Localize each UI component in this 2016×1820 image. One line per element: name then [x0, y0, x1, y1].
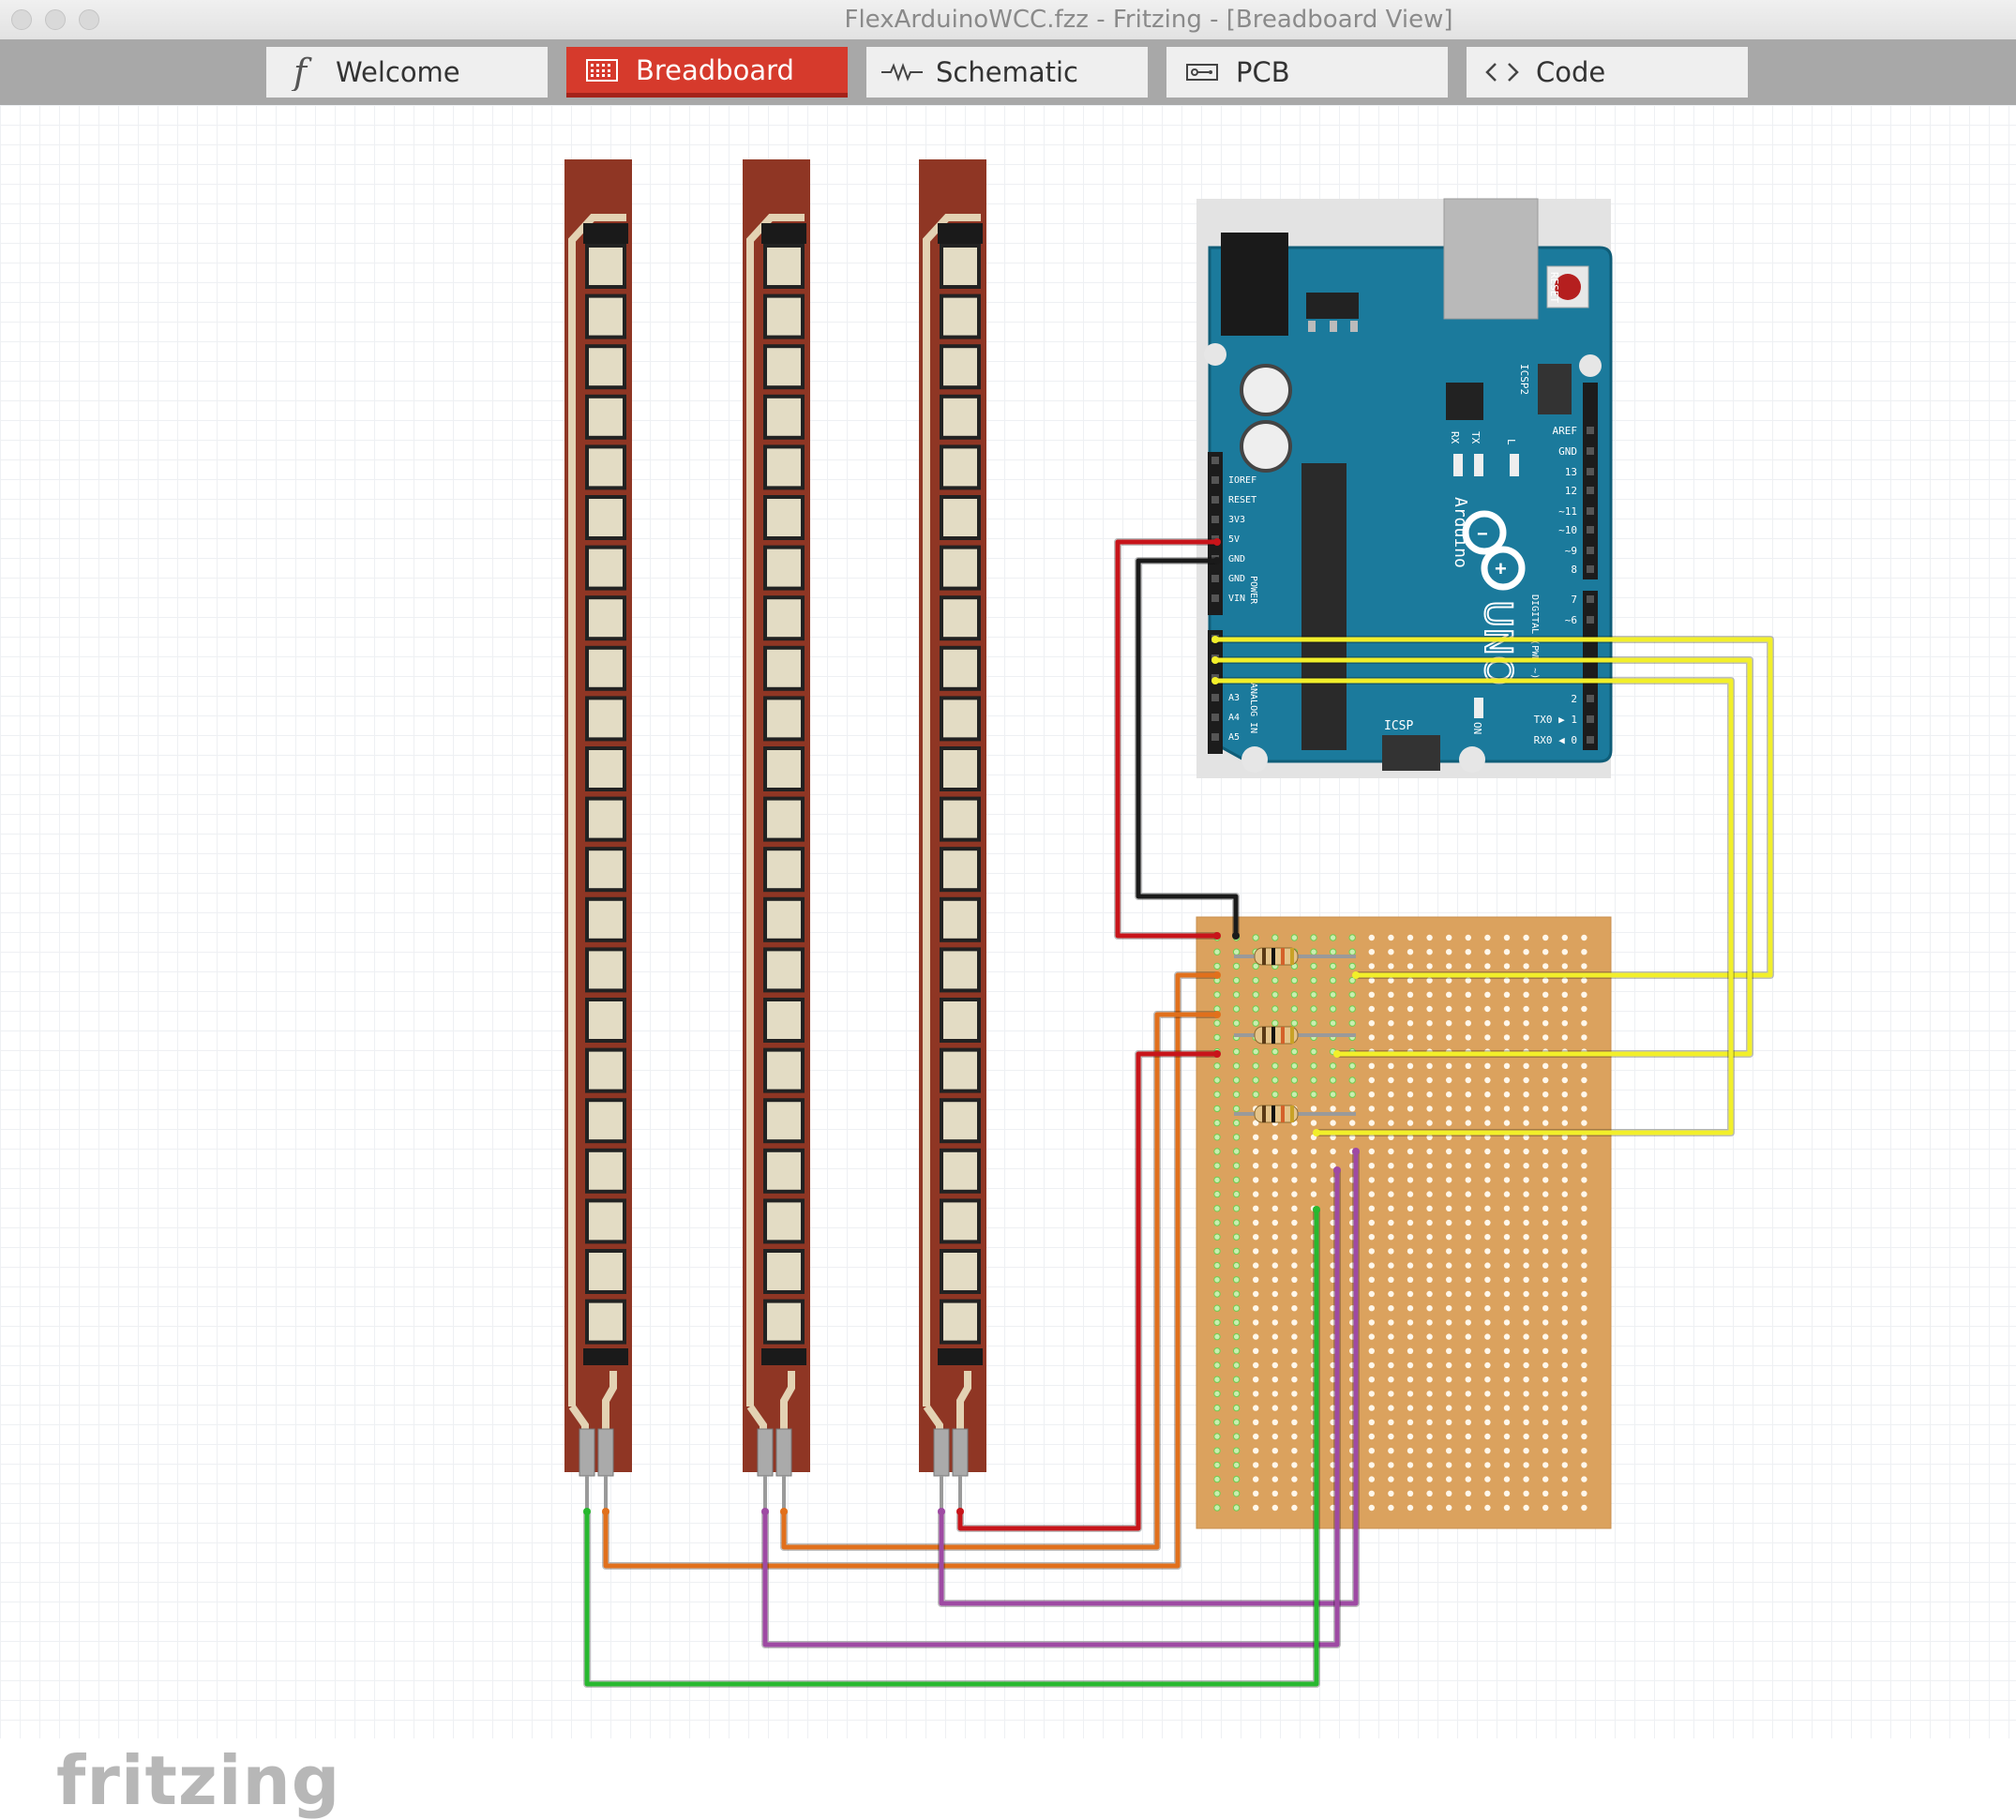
digital-label: DIGITAL (PWM ~) — [1529, 594, 1540, 679]
title-bar: FlexArduinoWCC.fzz - Fritzing - [Breadbo… — [0, 0, 2016, 40]
wire-gnd[interactable] — [1135, 557, 1240, 940]
tab-code-label: Code — [1536, 56, 1606, 88]
svg-text:f: f — [291, 53, 312, 91]
power-header: IOREF RESET 3V3 5V GND GND VIN — [1208, 452, 1256, 615]
icsp-header — [1382, 735, 1440, 771]
pin-label: ~9 — [1565, 545, 1577, 557]
arduino-model-text: UNO — [1476, 600, 1519, 685]
flex-sensors — [564, 159, 986, 1512]
resistors — [1234, 947, 1356, 1123]
rx-label: RX — [1449, 431, 1461, 444]
wire-red-flex3[interactable] — [956, 1050, 1221, 1532]
fritzing-f-icon: f — [281, 53, 323, 91]
capacitor-2 — [1240, 420, 1292, 473]
code-icon — [1482, 57, 1523, 87]
pin-label: A5 — [1228, 732, 1240, 743]
schematic-icon — [881, 57, 923, 87]
pin-label: 12 — [1565, 485, 1577, 497]
pin-label: A4 — [1228, 713, 1240, 723]
breadboard-canvas[interactable]: RESET ICSP2 ICSP − + Arduino UNO RX TX L… — [0, 105, 2016, 1820]
wires — [583, 538, 1774, 1688]
pin-label: 8 — [1571, 564, 1577, 576]
pin-label: RESET — [1228, 495, 1256, 505]
tab-breadboard-label: Breadboard — [636, 53, 794, 86]
icsp2-header — [1538, 364, 1572, 414]
wire-orange-1[interactable] — [602, 971, 1221, 1570]
tab-schematic-label: Schematic — [936, 56, 1078, 88]
arduino-logo-icon: − + — [1462, 510, 1526, 591]
pin-label: ~11 — [1558, 505, 1577, 518]
pin-label: VIN — [1228, 594, 1245, 604]
flex-sensor-3[interactable] — [919, 159, 986, 1512]
wire-yellow-a0[interactable] — [1211, 636, 1774, 979]
tab-schematic[interactable]: Schematic — [866, 47, 1148, 98]
l-label: L — [1505, 439, 1517, 445]
wire-orange-2[interactable] — [780, 1011, 1221, 1551]
fritzing-logo: fritzing — [56, 1741, 341, 1820]
wire-5v[interactable] — [1114, 538, 1221, 940]
usb-chip — [1446, 383, 1483, 420]
analog-in-label: ANALOG IN — [1248, 683, 1258, 733]
reset-button[interactable] — [1546, 265, 1589, 308]
resistor-3[interactable] — [1234, 1105, 1356, 1123]
flex-sensor-1[interactable] — [564, 159, 632, 1512]
tab-pcb[interactable]: PCB — [1166, 47, 1448, 98]
pin-label: IOREF — [1228, 475, 1256, 486]
svg-text:+: + — [1495, 557, 1507, 580]
tab-code[interactable]: Code — [1467, 47, 1748, 98]
power-jack — [1221, 233, 1288, 336]
pin-label: GND — [1228, 574, 1245, 584]
close-window-button[interactable] — [11, 9, 32, 30]
svg-text:−: − — [1477, 524, 1488, 545]
pin-label: 2 — [1571, 693, 1577, 705]
tab-pcb-label: PCB — [1236, 56, 1290, 88]
on-label: ON — [1471, 722, 1483, 734]
pin-label: ~10 — [1558, 524, 1577, 536]
icsp-label: ICSP — [1384, 719, 1413, 733]
icsp2-label: ICSP2 — [1518, 364, 1530, 395]
pin-label: ~6 — [1565, 614, 1577, 626]
zoom-window-button[interactable] — [79, 9, 99, 30]
pin-label: 7 — [1571, 594, 1577, 606]
capacitor-1 — [1240, 364, 1292, 416]
breadboard-icon — [581, 55, 623, 85]
tx-label: TX — [1469, 431, 1482, 444]
tab-welcome[interactable]: f Welcome — [266, 47, 548, 98]
wire-yellow-a2[interactable] — [1211, 677, 1735, 1136]
resistor-2[interactable] — [1234, 1026, 1356, 1045]
resistor-1[interactable] — [1234, 947, 1356, 966]
tab-welcome-label: Welcome — [336, 56, 460, 88]
breadboard-scene: RESET ICSP2 ICSP − + Arduino UNO RX TX L… — [564, 159, 1774, 1688]
wire-yellow-a1[interactable] — [1211, 656, 1753, 1058]
arduino-brand-text: Arduino — [1451, 497, 1470, 568]
reset-label: RESET — [1548, 272, 1560, 303]
power-label: POWER — [1248, 576, 1258, 605]
tab-breadboard[interactable]: Breadboard — [566, 47, 848, 98]
flex-sensor-2[interactable] — [743, 159, 810, 1512]
pcb-icon — [1181, 57, 1223, 87]
window-title: FlexArduinoWCC.fzz - Fritzing - [Breadbo… — [844, 6, 1453, 34]
pin-label: GND — [1228, 554, 1245, 564]
wire-purple-2[interactable] — [761, 1166, 1341, 1648]
minimize-window-button[interactable] — [45, 9, 66, 30]
arduino-uno-board[interactable]: RESET ICSP2 ICSP − + Arduino UNO RX TX L… — [1196, 198, 1613, 778]
pin-label: TX0 ▶ 1 — [1534, 714, 1577, 726]
wire-purple-1[interactable] — [938, 1148, 1360, 1607]
pin-label: 3V3 — [1228, 515, 1245, 525]
atmega-chip — [1301, 463, 1347, 750]
pin-label: GND — [1558, 445, 1577, 458]
usb-connector — [1443, 198, 1539, 320]
pin-label: A3 — [1228, 693, 1240, 703]
pin-label: 5V — [1228, 534, 1240, 545]
view-tab-bar: f Welcome Breadboard Schematic PCB — [0, 39, 2016, 106]
pin-label: AREF — [1553, 425, 1578, 437]
perfboard[interactable] — [1196, 916, 1612, 1529]
pin-label: 13 — [1565, 466, 1577, 478]
wire-green-1[interactable] — [583, 1206, 1320, 1688]
pin-label: RX0 ◀ 0 — [1534, 734, 1577, 746]
